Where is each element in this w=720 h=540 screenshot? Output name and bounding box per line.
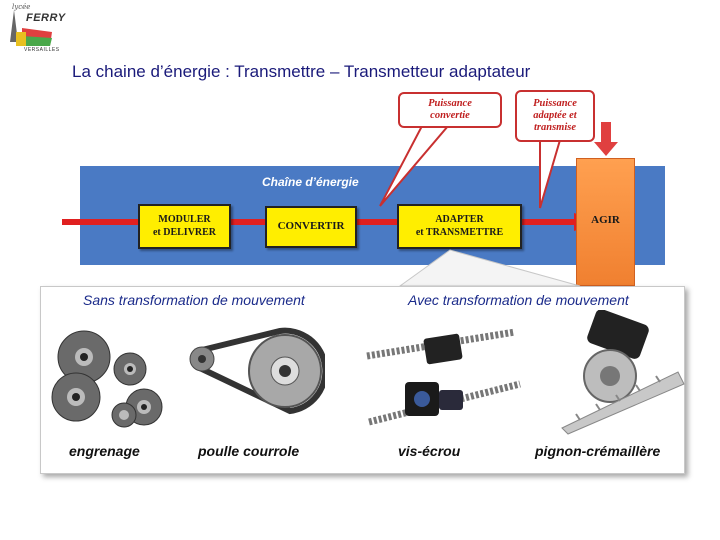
block-convertir: CONVERTIR	[265, 206, 357, 248]
callout-line: Puissance	[533, 97, 577, 109]
caption-engrenage: engrenage	[69, 443, 140, 459]
callout-line: convertie	[430, 110, 470, 121]
callout-puissance-convertie: Puissance convertie	[398, 92, 502, 128]
heading-avec-transformation: Avec transformation de mouvement	[408, 292, 629, 308]
block-line1: ADAPTER	[435, 214, 484, 225]
caption-vis-ecrou: vis-écrou	[398, 443, 461, 459]
callout-line: adaptée et	[533, 109, 577, 121]
ball-screw-icon	[366, 328, 521, 426]
logo-emblem-icon	[10, 10, 52, 46]
logo-top-text: lycée	[12, 3, 31, 11]
down-arrow-icon	[594, 122, 618, 156]
heading-sans-transformation: Sans transformation de mouvement	[83, 292, 305, 308]
school-logo: lycée FERRY VERSAILLES	[8, 2, 70, 57]
caption-pignon-cremaillere: pignon-crémaillère	[535, 443, 661, 459]
block-moduler-delivrer: MODULER et DELIVRER	[138, 204, 231, 249]
block-line2: et DELIVRER	[152, 226, 217, 238]
slide-title: La chaine d’énergie : Transmettre – Tran…	[72, 62, 531, 81]
callout-puissance-adaptee: Puissance adaptée et transmise	[515, 90, 595, 142]
pulley-belt-icon	[189, 327, 325, 415]
agir-label: AGIR	[591, 214, 620, 226]
block-adapter-transmettre: ADAPTER et TRANSMETTRE	[397, 204, 522, 249]
panel-connector	[398, 249, 581, 287]
block-line1: CONVERTIR	[277, 220, 345, 233]
logo-brand: FERRY	[26, 12, 66, 24]
callout-line: transmise	[533, 122, 576, 134]
block-line2: et TRANSMETTRE	[415, 226, 504, 238]
block-line1: MODULER	[158, 214, 211, 225]
logo-city: VERSAILLES	[24, 47, 60, 53]
energy-chain-title: Chaîne d’énergie	[262, 175, 359, 189]
caption-poulie-courroie: poulle courrole	[198, 443, 300, 459]
callout-line: Puissance	[428, 97, 472, 109]
agir-block	[576, 158, 635, 286]
examples-panel	[40, 286, 685, 474]
rack-pinion-icon	[561, 310, 685, 435]
gears-icon	[51, 330, 163, 428]
